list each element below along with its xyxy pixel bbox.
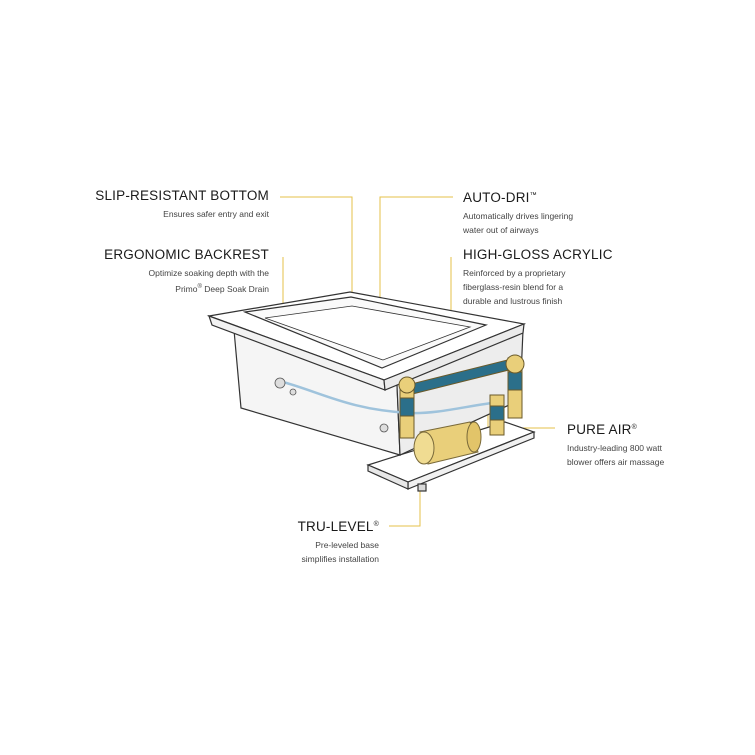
auto-dri-desc-line1: Automatically drives lingering — [463, 211, 574, 221]
feature-pure-air: PURE AIR® Industry-leading 800 watt blow… — [567, 420, 737, 469]
high-gloss-title: HIGH-GLOSS ACRYLIC — [463, 247, 613, 262]
pure-air-desc-line1: Industry-leading 800 watt — [567, 443, 662, 453]
tru-level-title: TRU-LEVEL® — [240, 517, 379, 535]
pure-air-desc-line2: blower offers air massage — [567, 457, 665, 467]
trademark-mark: ™ — [529, 192, 537, 199]
auto-dri-title: AUTO-DRI™ — [463, 188, 663, 206]
plumbing — [398, 354, 525, 439]
ergonomic-desc-line1: Optimize soaking depth with the — [148, 268, 269, 278]
auto-dri-title-text: AUTO-DRI — [463, 190, 530, 205]
feature-auto-dri: AUTO-DRI™ Automatically drives lingering… — [463, 188, 663, 237]
pure-air-title: PURE AIR® — [567, 420, 737, 438]
slip-resistant-desc: Ensures safer entry and exit — [163, 209, 269, 219]
ergonomic-title: ERGONOMIC BACKREST — [104, 247, 269, 262]
ergonomic-desc-primo: Primo — [175, 283, 198, 294]
callout-autodri — [379, 196, 453, 345]
ergonomic-desc-drain: Deep Soak Drain — [201, 283, 269, 294]
high-gloss-desc-line2: fiberglass-resin blend for a — [463, 282, 564, 292]
tru-level-desc-line1: Pre-leveled base — [315, 540, 379, 550]
feature-slip-resistant-bottom: SLIP-RESISTANT BOTTOM Ensures safer entr… — [60, 188, 269, 221]
ergonomic-desc: Optimize soaking depth with the Primo® D… — [60, 266, 269, 296]
high-gloss-desc-line1: Reinforced by a proprietary — [463, 268, 566, 278]
high-gloss-desc-line3: durable and lustrous finish — [463, 296, 563, 306]
pure-air-desc: Industry-leading 800 watt blower offers … — [567, 441, 737, 469]
side-jets — [274, 377, 389, 433]
feature-tru-level: TRU-LEVEL® Pre-leveled base simplifies i… — [240, 517, 379, 566]
tru-level-desc: Pre-leveled base simplifies installation — [240, 538, 379, 566]
registered-mark: ® — [373, 521, 379, 528]
tub-rim — [206, 291, 527, 391]
registered-mark: ® — [631, 424, 637, 431]
auto-dri-desc-line2: water out of airways — [463, 225, 539, 235]
slip-resistant-title: SLIP-RESISTANT BOTTOM — [95, 188, 269, 203]
tru-level-desc-line2: simplifies installation — [301, 554, 379, 564]
pure-air-title-text: PURE AIR — [567, 422, 632, 437]
pure-air-blower — [413, 421, 482, 465]
tru-level-title-text: TRU-LEVEL — [297, 519, 374, 534]
registered-mark: ® — [197, 284, 202, 290]
feature-ergonomic-backrest: ERGONOMIC BACKREST Optimize soaking dept… — [60, 247, 269, 296]
high-gloss-desc: Reinforced by a proprietary fiberglass-r… — [463, 266, 663, 308]
feature-high-gloss-acrylic: HIGH-GLOSS ACRYLIC Reinforced by a propr… — [463, 247, 663, 308]
auto-dri-desc: Automatically drives lingering water out… — [463, 209, 663, 237]
